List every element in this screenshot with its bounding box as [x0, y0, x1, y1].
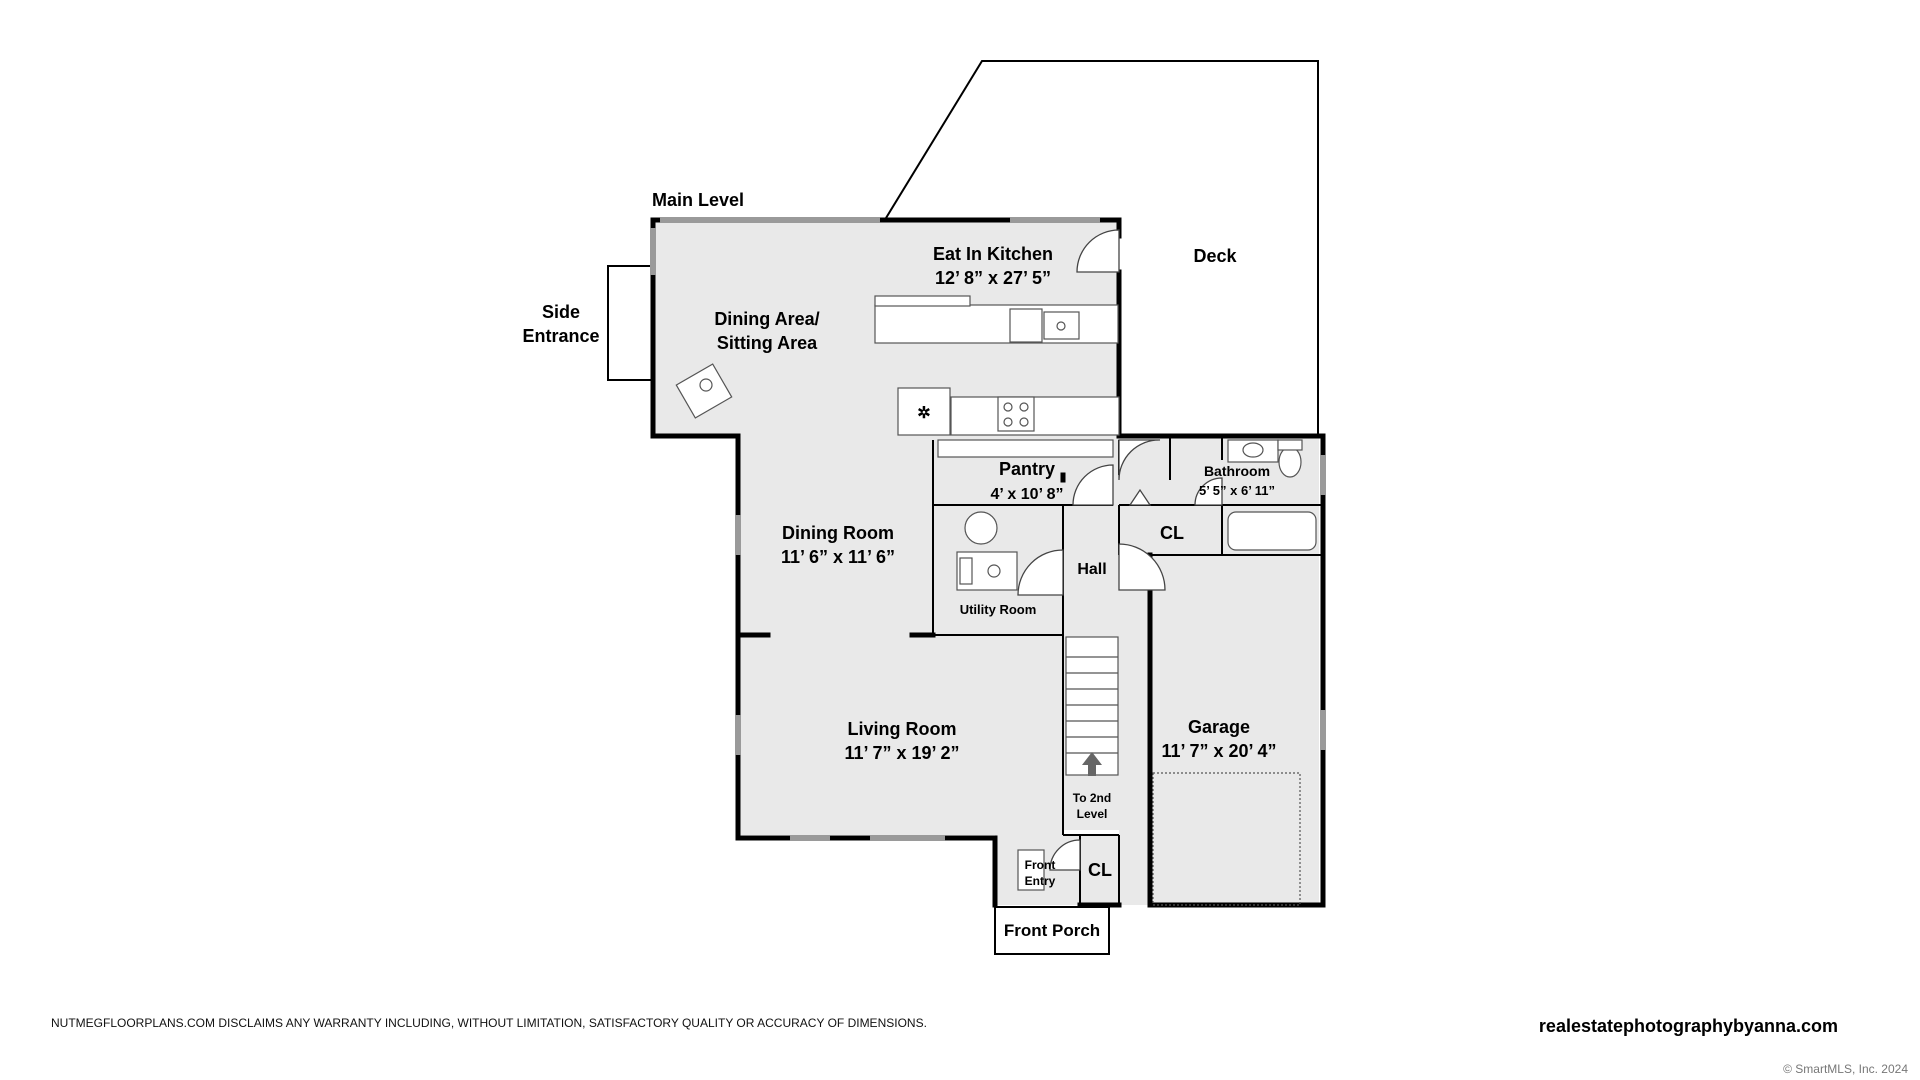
burner	[1003, 417, 1013, 427]
pantry-name: Pantry	[999, 459, 1055, 479]
living-room-floor	[738, 635, 1063, 835]
stairs-label-1: To 2nd	[1073, 791, 1111, 805]
copyright-text: © SmartMLS, Inc. 2024	[1783, 1062, 1908, 1076]
closet-door	[1128, 488, 1152, 506]
living-room-name: Living Room	[848, 719, 957, 739]
living-room-dims: 11’ 7” x 19’ 2”	[844, 743, 959, 763]
utility-room-name: Utility Room	[960, 602, 1037, 617]
pantry-door	[1072, 464, 1114, 506]
hall-floor	[1063, 505, 1123, 635]
closet-upper-name: CL	[1160, 523, 1184, 543]
refrigerator	[897, 387, 951, 436]
deck-outline	[885, 60, 1319, 435]
burner	[1019, 402, 1029, 412]
side-entrance-1: Side	[542, 302, 580, 322]
dishwasher	[1009, 308, 1043, 343]
bathroom-name: Bathroom	[1204, 463, 1270, 479]
doors	[1017, 229, 1223, 891]
dryer-drum	[987, 564, 1001, 578]
pantry-shelf	[937, 439, 1114, 458]
garage-name: Garage	[1188, 717, 1250, 737]
deck-name: Deck	[1193, 246, 1237, 266]
island-shelf	[874, 295, 971, 307]
hall-name: Hall	[1077, 561, 1106, 578]
website-text: realestatephotographybyanna.com	[1538, 1016, 1838, 1036]
garage-door-swing	[1118, 543, 1166, 591]
stairs-up-arrow-icon	[1082, 752, 1102, 776]
room-labels: Main Level Eat In Kitchen 12’ 8” x 27’ 5…	[522, 190, 1276, 940]
toilet-tank	[1277, 439, 1303, 451]
level-title: Main Level	[652, 190, 744, 210]
stairs-label-2: Level	[1077, 807, 1108, 821]
fridge-symbol: ✲	[917, 405, 930, 422]
stairs	[1065, 636, 1119, 776]
dining-room-dims: 11’ 6” x 11’ 6”	[781, 547, 895, 567]
dining-room-name: Dining Room	[782, 523, 894, 543]
dining-area-name-2: Sitting Area	[717, 333, 818, 353]
burner	[1019, 417, 1029, 427]
garage-dims: 11’ 7” x 20’ 4”	[1161, 741, 1276, 761]
bathtub	[1227, 511, 1317, 551]
car-space	[1152, 772, 1301, 906]
hall-door	[1118, 439, 1161, 481]
dining-room-floor	[738, 435, 933, 635]
front-entry-1: Front	[1025, 858, 1056, 872]
side-entrance-2: Entrance	[522, 326, 599, 346]
windows	[650, 217, 1326, 841]
side-entrance-outline	[607, 265, 653, 381]
pantry-dims: 4’ x 10’ 8”	[991, 486, 1064, 503]
armchair-seat	[699, 378, 713, 392]
toilet	[1278, 446, 1302, 478]
burner	[1003, 402, 1013, 412]
disclaimer-text: NUTMEGFLOORPLANS.COM DISCLAIMS ANY WARRA…	[51, 1016, 927, 1030]
front-entry-mat	[1017, 849, 1045, 891]
kitchen-name: Eat In Kitchen	[933, 244, 1053, 264]
washer	[959, 557, 973, 585]
fixtures: ✲	[675, 295, 1317, 906]
dining-area-name-1: Dining Area/	[714, 309, 819, 329]
water-heater	[964, 511, 998, 545]
bath-sink	[1242, 442, 1264, 458]
utility-door	[1017, 549, 1064, 596]
front-entry-2: Entry	[1025, 874, 1056, 888]
kitchen-deck-door	[1076, 229, 1120, 273]
range	[997, 396, 1035, 432]
island-counter	[874, 304, 1119, 344]
front-door	[1049, 839, 1081, 871]
sink-drain	[1056, 321, 1066, 331]
back-counter	[950, 396, 1120, 436]
front-porch-outline	[994, 906, 1110, 955]
closet-lower-name: CL	[1088, 860, 1112, 880]
front-porch-name: Front Porch	[1004, 921, 1100, 940]
bathroom-dims: 5’ 5” x 6’ 11”	[1199, 483, 1275, 498]
kitchen-dims: 12’ 8” x 27’ 5”	[935, 268, 1051, 288]
bath-door	[1194, 477, 1223, 506]
